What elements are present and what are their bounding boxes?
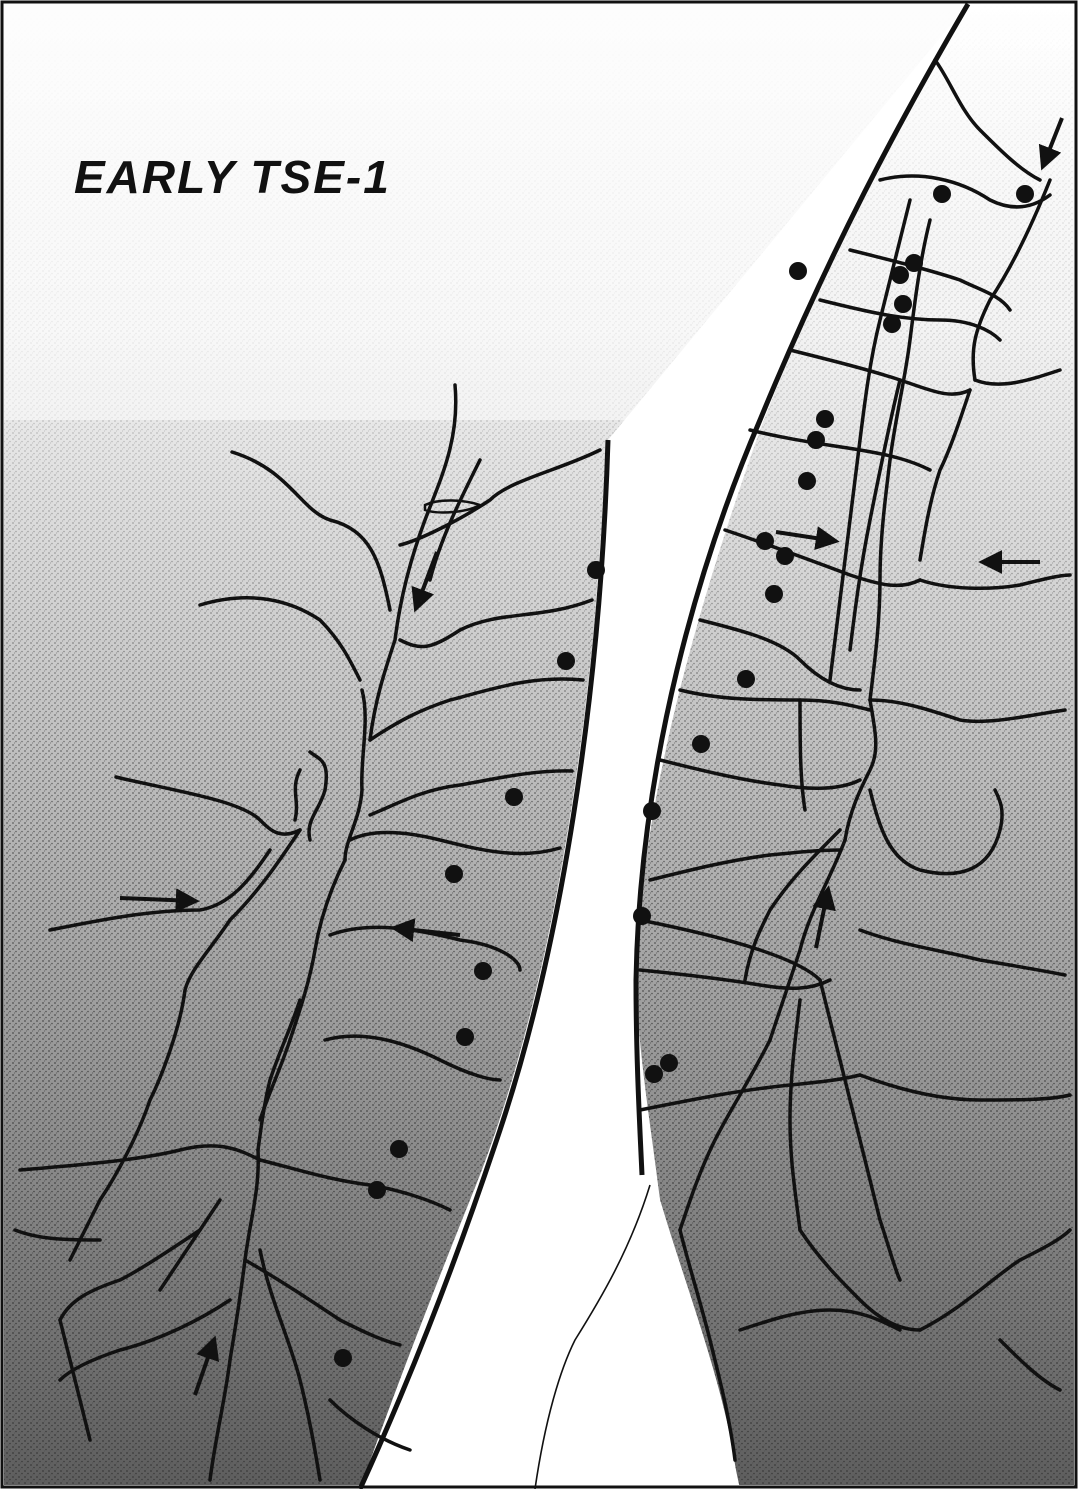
diagram-title: EARLY TSE-1 <box>74 150 391 204</box>
